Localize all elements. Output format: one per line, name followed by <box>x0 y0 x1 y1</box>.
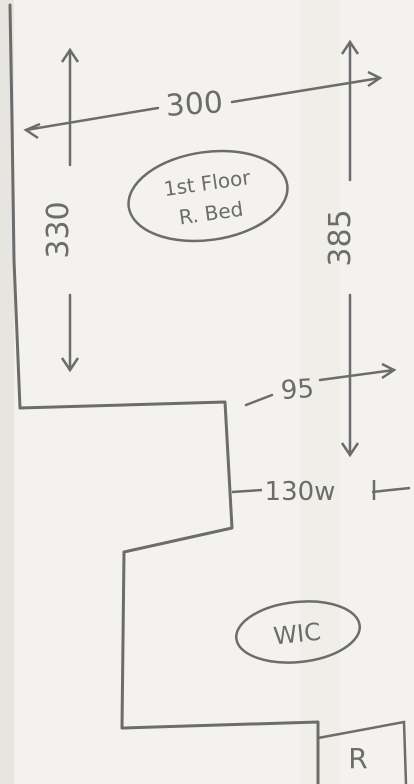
dimension-height-right-text: 385 <box>323 209 358 266</box>
dimension-width-text: 300 <box>165 85 225 124</box>
dimension-step-text: 95 <box>280 374 315 406</box>
dimension-height-left-text: 330 <box>41 201 76 258</box>
arrowhead-down-left <box>60 357 80 373</box>
arrowhead-up-left <box>60 47 80 63</box>
corner-box-label: R <box>348 742 367 775</box>
door-width-text: 130w <box>265 477 336 507</box>
arrowhead-up-right <box>340 39 360 55</box>
arrowhead-right <box>367 70 383 88</box>
corner-box-outline <box>317 720 408 784</box>
dimension-line-width <box>24 76 382 132</box>
room-label-ellipse <box>127 149 289 243</box>
arrowhead-left <box>23 122 41 140</box>
arrowhead-down-right <box>340 442 360 458</box>
paper-fold-left <box>0 0 14 784</box>
lower-room-label: WIC <box>272 618 322 651</box>
dimension-line-step <box>244 368 396 407</box>
arrowhead-step <box>381 362 397 380</box>
door-dimension-left <box>231 488 263 494</box>
wall-outline <box>8 3 320 784</box>
door-dimension-right <box>371 480 411 500</box>
lower-room-label-ellipse <box>235 600 361 664</box>
